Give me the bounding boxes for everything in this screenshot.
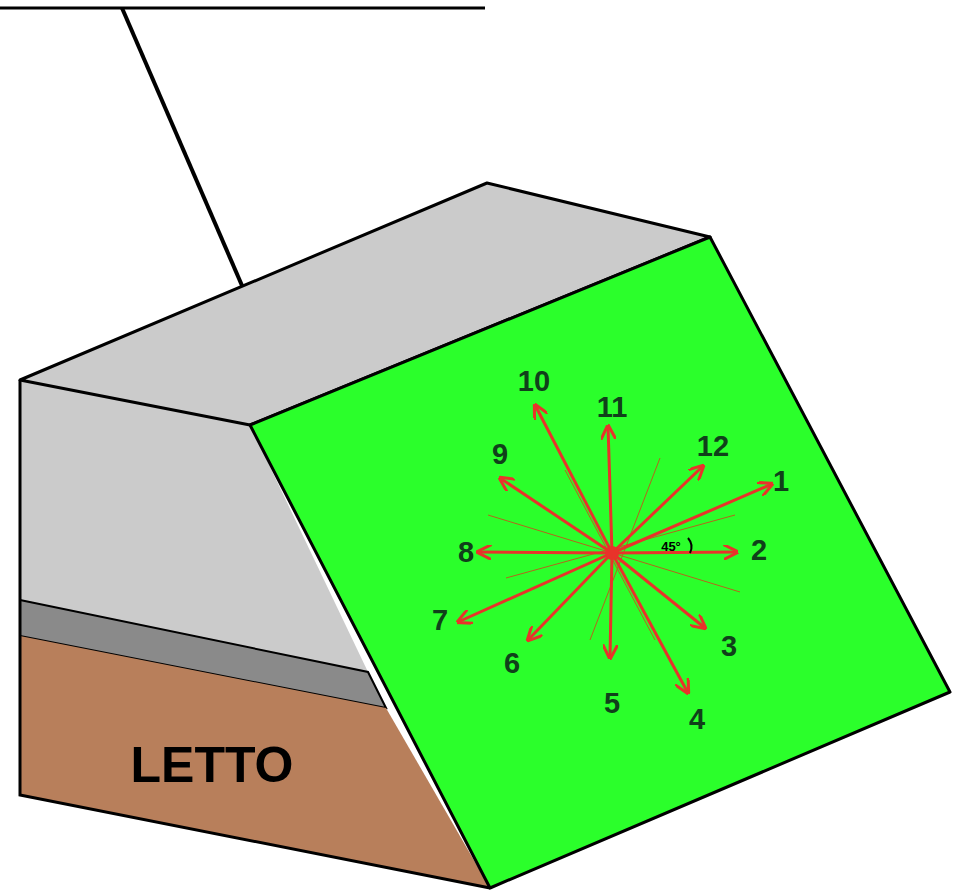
callout-number: 7 — [432, 606, 448, 635]
layer-label: LETTO — [131, 740, 294, 790]
callout-number: 6 — [504, 649, 520, 678]
callout-number: 2 — [751, 536, 767, 565]
callout-number: 8 — [458, 538, 474, 567]
callout-number: 4 — [689, 705, 705, 734]
callout-number: 3 — [721, 632, 737, 661]
callout-number: 1 — [773, 467, 789, 496]
callout-number: 12 — [697, 432, 729, 461]
callout-number: 9 — [492, 440, 508, 469]
angle-label: 45° — [661, 540, 681, 553]
callout-number: 11 — [597, 393, 628, 422]
callout-number: 5 — [604, 689, 620, 718]
callout-number: 10 — [518, 367, 550, 396]
